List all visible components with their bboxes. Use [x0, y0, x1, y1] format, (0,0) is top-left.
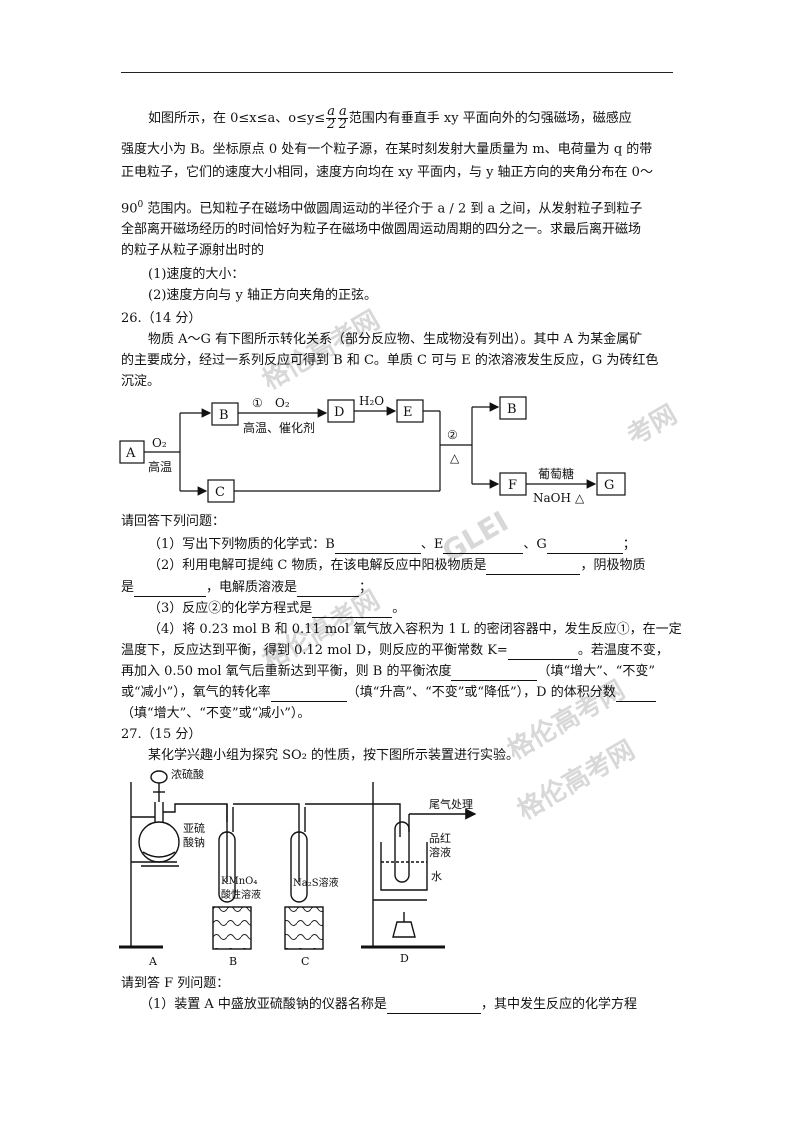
answer-blank[interactable]: [486, 560, 581, 575]
o2-label: O₂: [275, 396, 290, 410]
q26-part-2: （2）利用电解可提纯 C 物质，在该电解反应中阳极物质是，阴极物质: [148, 558, 646, 575]
q26-ask: 请回答下列问题：: [121, 514, 226, 529]
answer-blank[interactable]: [312, 603, 393, 618]
answer-blank[interactable]: [134, 582, 207, 597]
h2o-label: H₂O: [359, 394, 384, 408]
heat-symbol: △: [575, 491, 585, 505]
q25-line-3: 正电粒子，它们的速度大小相同，速度方向均在 xy 平面内，与 y 轴正方向的夹角…: [121, 165, 653, 180]
box-a-label: A: [125, 446, 136, 461]
q26-line-1: 物质 A～G 有下图所示转化关系（部分反应物、生成物没有列出）。其中 A 为某金…: [148, 332, 643, 347]
box-c-label: C: [215, 485, 225, 500]
sulfite-label: 酸钠: [183, 835, 205, 849]
q26-line-3: 沉淀。: [121, 374, 161, 389]
answer-blank[interactable]: [443, 539, 524, 554]
answer-blank[interactable]: [507, 645, 578, 660]
naoh-label: NaOH: [533, 491, 571, 505]
q26-part-3: （3）反应②的化学方程式是。: [148, 601, 406, 618]
answer-blank[interactable]: [270, 687, 347, 702]
o2-label: O₂: [152, 436, 167, 450]
box-g: [596, 472, 626, 496]
box-d-label: D: [334, 405, 344, 420]
q25-line-7: (1)速度的大小：: [148, 267, 245, 282]
q27-line-1: 某化学兴趣小组为探究 SO₂ 的性质，按下图所示装置进行实验。: [148, 748, 520, 763]
q26-part-4-line-5: （填“增大”、“不变”或“减小”）。: [121, 706, 311, 721]
answer-blank[interactable]: [334, 539, 421, 554]
answer-blank[interactable]: [615, 687, 656, 702]
sulfite-label: 亚硫: [183, 821, 205, 835]
water-label: 水: [431, 870, 442, 883]
heat-symbol: △: [450, 451, 460, 465]
box-b2: [499, 396, 527, 420]
box-f-label: F: [508, 478, 517, 493]
kmno4-label: KMnO₄: [221, 876, 257, 887]
apparatus-label-c: C: [301, 955, 309, 968]
conc-acid-label: 浓硫酸: [171, 767, 204, 781]
answer-blank[interactable]: [546, 539, 623, 554]
glucose-label: 葡萄糖: [538, 466, 574, 481]
apparatus-label-b: B: [229, 955, 237, 968]
box-b2-label: B: [507, 402, 517, 417]
q25-line-5: 全部离开磁场经历的时间恰好为粒子在磁场中做圆周运动周期的四分之一。求最后离开磁场: [121, 222, 642, 237]
header-rule: [121, 72, 673, 73]
apparatus-diagram: 浓硫酸 亚硫 酸钠 KMnO₄ 酸性溶液 Na₂S溶液 尾气处理 品红 溶液 水…: [119, 767, 477, 968]
q25-line-2: 强度大小为 B。坐标原点 0 处有一个粒子源，在某时刻发射大量质量为 m、电荷量…: [121, 142, 653, 157]
answer-blank[interactable]: [386, 999, 481, 1014]
box-e-label: E: [403, 405, 413, 420]
kmno4-label: 酸性溶液: [221, 888, 261, 901]
fuchsin-label: 品红: [429, 832, 451, 845]
box-b-label: B: [219, 408, 229, 423]
q26-header: 26.（14 分）: [121, 311, 202, 326]
q25-line-4: 900 范围内。已知粒子在磁场中做圆周运动的半径介于 a / 2 到 a 之间，…: [121, 200, 643, 217]
q26-line-2: 的主要成分，经过一系列反应可得到 B 和 C。单质 C 可与 E 的浓溶液发生反…: [121, 353, 659, 368]
apparatus-label-d: D: [400, 952, 409, 965]
q27-header: 27.（15 分）: [121, 727, 202, 742]
fuchsin-label: 溶液: [429, 845, 451, 859]
q27-part-1: （1）装置 A 中盛放亚硫酸钠的仪器名称是，其中发生反应的化学方程: [140, 997, 637, 1014]
q26-part-1: （1）写出下列物质的化学式：B、E、G；: [148, 537, 636, 554]
na2s-label: Na₂S溶液: [293, 876, 339, 889]
box-b: [211, 402, 239, 426]
q26-part-4-line-2: 温度下，反应达到平衡，得到 0.12 mol D，则反应的平衡常数 K=。若温度…: [121, 643, 669, 660]
answer-blank[interactable]: [297, 582, 360, 597]
q26-part-2-cont: 是，电解质溶液是；: [121, 580, 373, 597]
q26-part-4-line-3: 再加入 0.50 mol 氧气后重新达到平衡，则 B 的平衡浓度（填“增大”、“…: [121, 664, 656, 681]
q26-part-4-line-4: 或“减小”），氧气的转化率（填“升高”、“不变”或“降低”），D 的体积分数: [121, 684, 656, 702]
answer-blank[interactable]: [451, 666, 538, 681]
q25-line-6: 的粒子从粒子源射出时的: [121, 243, 265, 258]
apparatus-label-a: A: [148, 955, 158, 968]
q26-part-4: （4）将 0.23 mol B 和 0.11 mol 氧气放入容积为 1 L 的…: [148, 622, 682, 637]
tail-gas-label: 尾气处理: [429, 797, 473, 811]
gaowen-label: 高温: [148, 459, 172, 474]
reaction-2-label: ②: [447, 428, 458, 442]
box-g-label: G: [604, 478, 614, 493]
q25-line-8: (2)速度方向与 y 轴正方向夹角的正弦。: [148, 288, 378, 303]
condition-label: 高温、催化剂: [243, 420, 315, 435]
q27-ask: 请到答 F 列问题：: [121, 976, 230, 991]
reaction-1-label: ①: [252, 396, 263, 410]
reaction-flow-diagram: A B C D E B F G O₂ 高温 ① O₂ 高温、催化剂 H₂O ② …: [119, 394, 626, 505]
